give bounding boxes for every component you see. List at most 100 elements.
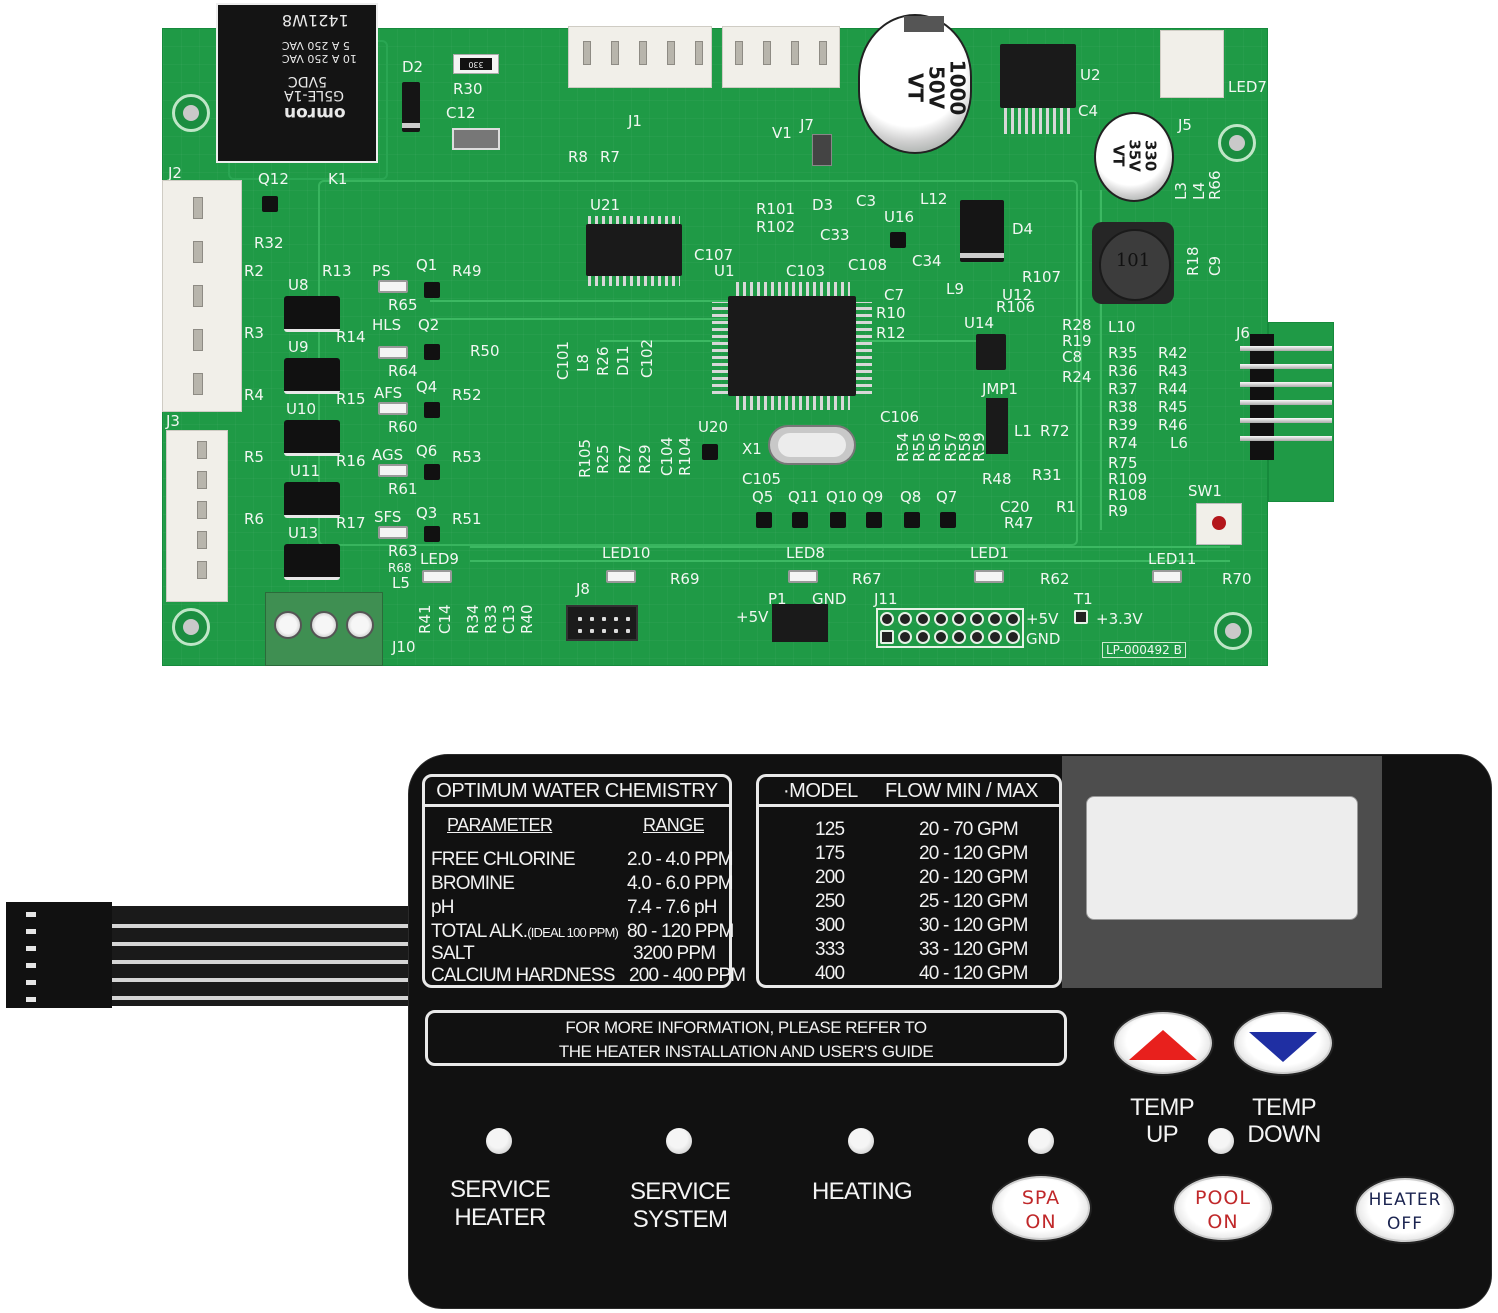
label-t1-voltage: +3.3V <box>1096 610 1143 628</box>
info-note: FOR MORE INFORMATION, PLEASE REFER TO TH… <box>425 1010 1067 1066</box>
label-r19: R19 <box>1062 332 1092 350</box>
header-j11-row2 <box>880 630 1020 644</box>
label-c14: C14 <box>436 604 454 634</box>
transistor-q8 <box>904 512 920 528</box>
label-r13: R13 <box>322 262 352 280</box>
heater-off-button[interactable]: HEATER OFF <box>1356 1178 1454 1242</box>
screw-terminal[interactable] <box>310 611 338 639</box>
temp-down-button[interactable] <box>1234 1012 1332 1074</box>
label-j8: J8 <box>576 580 590 598</box>
mcu-pins-left <box>712 302 728 394</box>
label-r102: R102 <box>756 218 796 236</box>
transistor-q2 <box>424 344 440 360</box>
trace <box>860 340 1000 342</box>
trace <box>470 560 1230 562</box>
spa-on-button[interactable]: SPA ON <box>992 1176 1090 1240</box>
temp-down-label: TEMP DOWN <box>1247 1094 1321 1148</box>
label-u10: U10 <box>286 400 317 418</box>
connector-j1 <box>568 26 712 88</box>
label-c4: C4 <box>1078 102 1099 120</box>
chem-param: FREE CHLORINE <box>431 849 576 870</box>
screw-terminal[interactable] <box>346 611 374 639</box>
transistor-q5 <box>756 512 772 528</box>
trace <box>470 546 1230 548</box>
relay-brand: omron <box>284 103 346 123</box>
label-r56: R56 <box>926 432 944 462</box>
label-r63: R63 <box>388 542 418 560</box>
label-x1: X1 <box>742 440 762 458</box>
up-arrow-icon <box>1129 1030 1197 1060</box>
label-r105: R105 <box>576 438 594 478</box>
header-p1[interactable] <box>772 604 828 642</box>
label-l6: L6 <box>1170 434 1188 452</box>
inductor-marking: 101 <box>1115 250 1151 271</box>
heating-label: HEATING <box>812 1178 913 1205</box>
label-ags: AGS <box>372 446 404 464</box>
terminal-block-j10 <box>265 592 383 666</box>
label-r69: R69 <box>670 570 700 588</box>
label-afs: AFS <box>374 384 403 402</box>
led1 <box>974 570 1004 583</box>
label-l5: L5 <box>392 574 410 592</box>
flow-rate-panel: ·MODEL FLOW MIN / MAX 125 20 - 70 GPM 17… <box>756 774 1062 988</box>
trace <box>1100 190 1102 530</box>
label-r35: R35 <box>1108 344 1138 362</box>
label-r26: R26 <box>594 346 612 376</box>
label-led1: LED1 <box>970 544 1009 562</box>
test-point-t1 <box>1074 610 1088 624</box>
screw-terminal[interactable] <box>274 611 302 639</box>
regulator-pins <box>1004 108 1072 134</box>
board-id: LP-000492 B <box>1102 642 1186 658</box>
relay-rating-1: 10 A 250 VAC <box>282 52 357 65</box>
connector-j7 <box>722 26 840 88</box>
label-v1: V1 <box>772 124 792 142</box>
label-r68: R68 <box>388 561 412 575</box>
label-r7: R7 <box>600 148 620 166</box>
heating-indicator-led <box>848 1128 874 1154</box>
led-ps <box>378 280 408 293</box>
label-q2: Q2 <box>418 316 440 334</box>
label-r28: R28 <box>1062 316 1092 334</box>
inductor-l10: 101 <box>1092 222 1174 304</box>
mounting-hole <box>172 608 210 646</box>
label-c106: C106 <box>880 408 920 426</box>
temp-up-button[interactable] <box>1114 1012 1212 1074</box>
resistor-r30: 330 <box>453 54 499 74</box>
label-r48: R48 <box>982 470 1012 488</box>
label-r46: R46 <box>1158 416 1188 434</box>
label-l1: L1 <box>1014 422 1032 440</box>
cap-series: VT <box>1110 144 1129 167</box>
relay-date-code: 1421W8 <box>282 11 349 30</box>
label-r101: R101 <box>756 200 796 218</box>
cap-value: 330 <box>1141 139 1160 172</box>
header-j11-row1 <box>880 612 1020 626</box>
label-r61: R61 <box>388 480 418 498</box>
label-c33: C33 <box>820 226 850 244</box>
service-heater-label: SERVICE HEATER <box>449 1176 551 1231</box>
led-sfs <box>378 526 408 539</box>
component-v1 <box>812 134 832 166</box>
label-r64: R64 <box>388 362 418 380</box>
label-r47: R47 <box>1004 514 1034 532</box>
info-note-line2: THE HEATER INSTALLATION AND USER'S GUIDE <box>558 1042 934 1061</box>
transistor-q10 <box>830 512 846 528</box>
chem-param: pH <box>431 897 454 918</box>
trace <box>430 300 730 302</box>
label-r14: R14 <box>336 328 366 346</box>
chem-param: CALCIUM HARDNESS <box>431 965 615 986</box>
trace <box>600 340 720 342</box>
label-c7: C7 <box>884 286 905 304</box>
header-j8[interactable] <box>566 605 638 641</box>
temp-up-label: TEMP UP <box>1130 1094 1195 1148</box>
label-c34: C34 <box>912 252 942 270</box>
label-r49: R49 <box>452 262 482 280</box>
label-sfs: SFS <box>374 508 402 526</box>
water-chemistry-panel: OPTIMUM WATER CHEMISTRY PARAMETER RANGE … <box>422 774 746 988</box>
edge-connector-tab <box>1268 322 1334 502</box>
reset-button-sw1[interactable] <box>1196 503 1242 545</box>
jumper-jmp1[interactable] <box>986 398 1008 454</box>
pool-on-button[interactable]: POOL ON <box>1174 1176 1272 1240</box>
u21-pins <box>588 276 680 286</box>
label-u11: U11 <box>290 462 321 480</box>
label-led8: LED8 <box>786 544 825 562</box>
